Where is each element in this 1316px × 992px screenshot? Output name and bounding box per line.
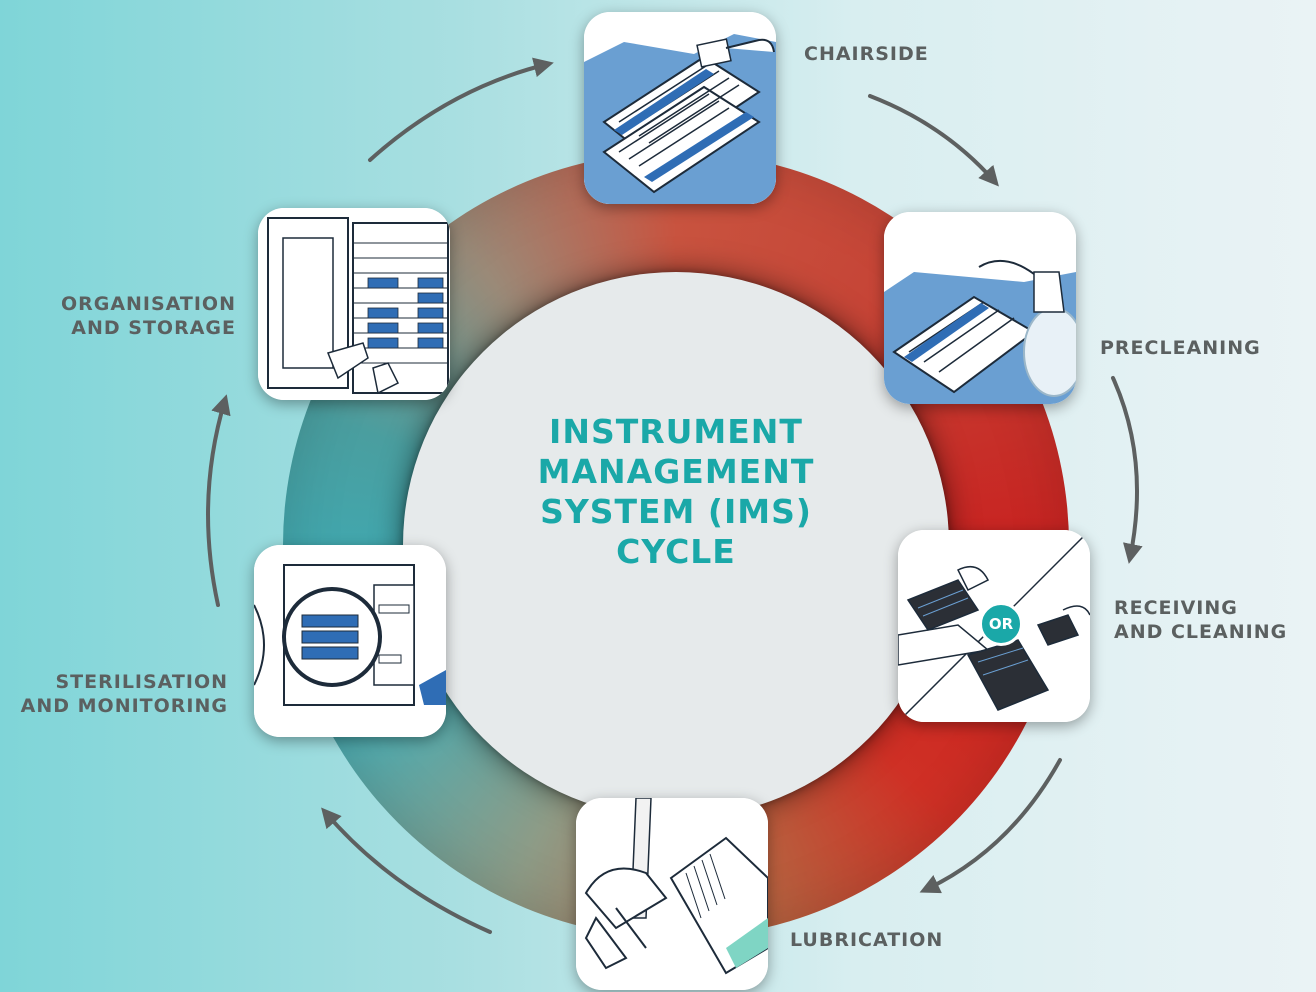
step-label-line: AND MONITORING: [20, 695, 228, 717]
step-label-line: AND CLEANING: [1114, 621, 1288, 643]
lubricant-spray-icon: [576, 798, 768, 990]
arrow-receiving-to-lubrication: [919, 758, 1062, 894]
diagram-title: INSTRUMENT MANAGEMENT SYSTEM (IMS) CYCLE: [490, 412, 862, 572]
storage-cabinet-icon: [258, 208, 450, 400]
step-label-line: CHAIRSIDE: [804, 43, 929, 65]
step-label-line: LUBRICATION: [790, 929, 944, 951]
autoclave-icon: [254, 545, 446, 737]
step-label-line: AND STORAGE: [71, 317, 236, 339]
step-label-line: STERILISATION: [55, 671, 228, 693]
instrument-tray-icon: [584, 12, 776, 204]
arrow-sterilisation-to-storage: [206, 394, 231, 607]
arrow-chairside-to-precleaning: [868, 94, 999, 187]
spray-bottle-icon: [884, 212, 1076, 404]
step-label-line: ORGANISATION: [60, 293, 236, 315]
arrow-lubrication-to-sterilisation: [321, 807, 492, 934]
step-label-line: PRECLEANING: [1100, 337, 1261, 359]
arrow-precleaning-to-receiving: [1111, 376, 1143, 564]
step-label-receiving-cleaning: RECEIVING AND CLEANING: [1114, 596, 1287, 644]
or-badge: OR: [979, 602, 1023, 646]
precleaning-illustration: [884, 212, 1076, 404]
title-line-3: SYSTEM (IMS) CYCLE: [540, 492, 812, 571]
step-label-organisation-storage: ORGANISATION AND STORAGE: [30, 292, 236, 340]
step-label-sterilisation-monitoring: STERILISATION AND MONITORING: [18, 670, 228, 718]
chairside-illustration: [584, 12, 776, 204]
step-label-lubrication: LUBRICATION: [790, 928, 943, 952]
sterilisation-illustration: [254, 545, 446, 737]
title-line-2: MANAGEMENT: [537, 452, 815, 491]
lubrication-illustration: [576, 798, 768, 990]
step-label-line: RECEIVING: [1114, 597, 1238, 619]
arrow-storage-to-chairside: [368, 57, 554, 162]
step-label-precleaning: PRECLEANING: [1100, 336, 1261, 360]
step-label-chairside: CHAIRSIDE: [804, 42, 929, 66]
title-line-1: INSTRUMENT: [549, 412, 803, 451]
organisation-storage-illustration: [258, 208, 450, 400]
inner-circle: [403, 272, 949, 818]
